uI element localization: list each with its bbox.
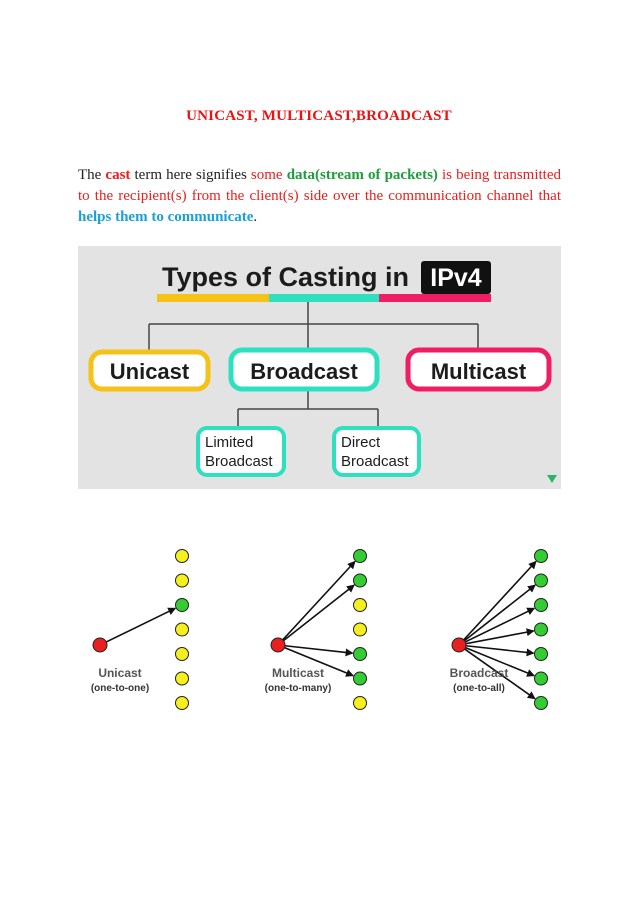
idle-node: [175, 696, 189, 710]
mode-sublabel: (one-to-all): [453, 683, 505, 694]
cast-modes-figure: Unicast (one-to-one) Multicast (one-to-many…: [78, 535, 561, 750]
idle-node: [353, 696, 367, 710]
receiver-node: [353, 647, 367, 661]
receiver-node: [353, 549, 367, 563]
intro-text: The: [78, 167, 106, 183]
highlight-cast: cast: [105, 167, 131, 183]
receiver-node: [175, 598, 189, 612]
idle-node: [353, 622, 367, 637]
highlight-data: data(stream of packets): [286, 167, 438, 183]
corner-logo-icon: [547, 475, 557, 483]
receiver-node: [534, 622, 548, 637]
highlight-some: some: [250, 167, 283, 183]
heading-text: Types of Casting in: [162, 262, 409, 292]
direct-broadcast-box: [332, 426, 421, 477]
mode-label: Broadcast: [450, 666, 509, 680]
intro-paragraph: The cast term here signifies some data(s…: [78, 165, 561, 228]
intro-text: term here signifies: [130, 167, 251, 183]
ipv4-badge-text: IPv4: [430, 264, 482, 292]
receiver-node: [353, 671, 367, 686]
cast-arrow: [465, 644, 535, 657]
intro-text: .: [253, 209, 258, 225]
casting-types-diagram: Types of Casting in IPv4 Unicast Broadca…: [88, 261, 557, 483]
underline-teal: [269, 294, 379, 302]
cast-arrow: [464, 648, 536, 700]
idle-node: [175, 622, 189, 637]
cast-arrow: [463, 560, 537, 641]
broadcast-label: Broadcast: [250, 359, 358, 384]
broadcast-box: [228, 347, 380, 392]
ipv4-badge: [421, 261, 491, 294]
underline-yellow: [157, 294, 269, 302]
cast-arrow: [282, 560, 356, 641]
page-title: UNICAST, MULTICAST,BROADCAST: [186, 108, 452, 124]
mode-label: Multicast: [272, 666, 324, 680]
receiver-node: [534, 573, 548, 588]
receiver-node: [534, 696, 548, 710]
cast-arrow: [283, 584, 355, 642]
idle-node: [175, 671, 189, 686]
mode-sublabel: (one-to-one): [91, 683, 149, 694]
idle-node: [353, 598, 367, 612]
intro-text: is being transmitted to the recipient(s)…: [78, 167, 561, 204]
idle-node: [175, 549, 189, 563]
underline-pink: [379, 294, 491, 302]
unicast-box: [88, 349, 211, 392]
unicast-label: Unicast: [110, 359, 190, 384]
casting-types-figure: Types of Casting in IPv4 Unicast Broadca…: [78, 246, 561, 489]
cast-arrow: [284, 646, 354, 677]
cast-arrow: [465, 646, 535, 677]
cast-arrow: [464, 584, 536, 642]
receiver-node: [353, 573, 367, 588]
idle-node: [175, 647, 189, 661]
direct-broadcast-line1: Direct: [341, 434, 381, 451]
direct-broadcast-line2: Broadcast: [341, 453, 409, 470]
mode-label: Unicast: [98, 666, 141, 680]
sender-node: [451, 637, 467, 653]
receiver-node: [534, 647, 548, 661]
mode-sublabel: (one-to-many): [265, 683, 332, 694]
limited-broadcast-box: [196, 426, 286, 477]
sender-node: [92, 637, 108, 653]
receiver-node: [534, 549, 548, 563]
receiver-node: [534, 598, 548, 612]
multicast-label: Multicast: [431, 359, 527, 384]
limited-broadcast-line2: Broadcast: [205, 453, 273, 470]
sender-node: [270, 637, 286, 653]
cast-modes-diagram: Unicast (one-to-one) Multicast (one-to-many…: [91, 549, 548, 710]
receiver-node: [534, 671, 548, 686]
multicast-box: [405, 347, 552, 392]
cast-arrow: [464, 607, 536, 643]
tree-connectors: [148, 302, 479, 427]
cast-arrow: [105, 607, 177, 643]
cast-arrow: [284, 644, 354, 657]
limited-broadcast-line1: Limited: [205, 434, 253, 451]
highlight-helps: helps them to communicate: [78, 209, 254, 225]
idle-node: [175, 573, 189, 588]
cast-arrow: [465, 628, 535, 645]
